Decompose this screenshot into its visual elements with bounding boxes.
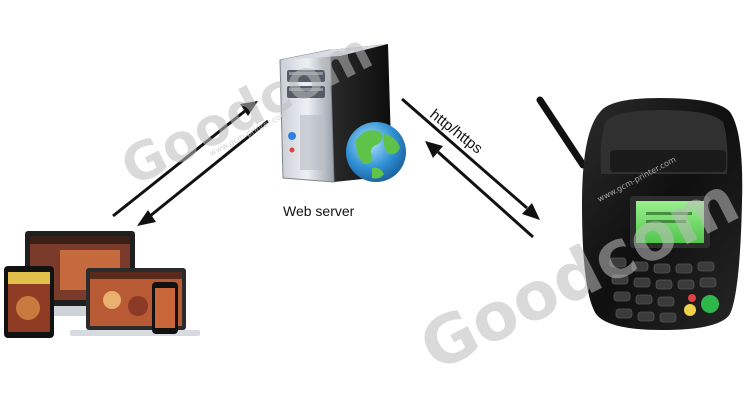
- client-devices-icon: [4, 231, 200, 338]
- arrow-server-to-printer: [401, 97, 540, 220]
- arrow-devices-to-server: [112, 101, 258, 218]
- arrow-printer-to-server: [425, 141, 535, 239]
- globe-icon: [346, 122, 406, 182]
- web-server-label: Web server: [283, 203, 355, 219]
- web-server-icon: [279, 44, 392, 183]
- arrow-server-to-devices: [137, 119, 269, 226]
- gprs-printer-icon: [536, 96, 743, 330]
